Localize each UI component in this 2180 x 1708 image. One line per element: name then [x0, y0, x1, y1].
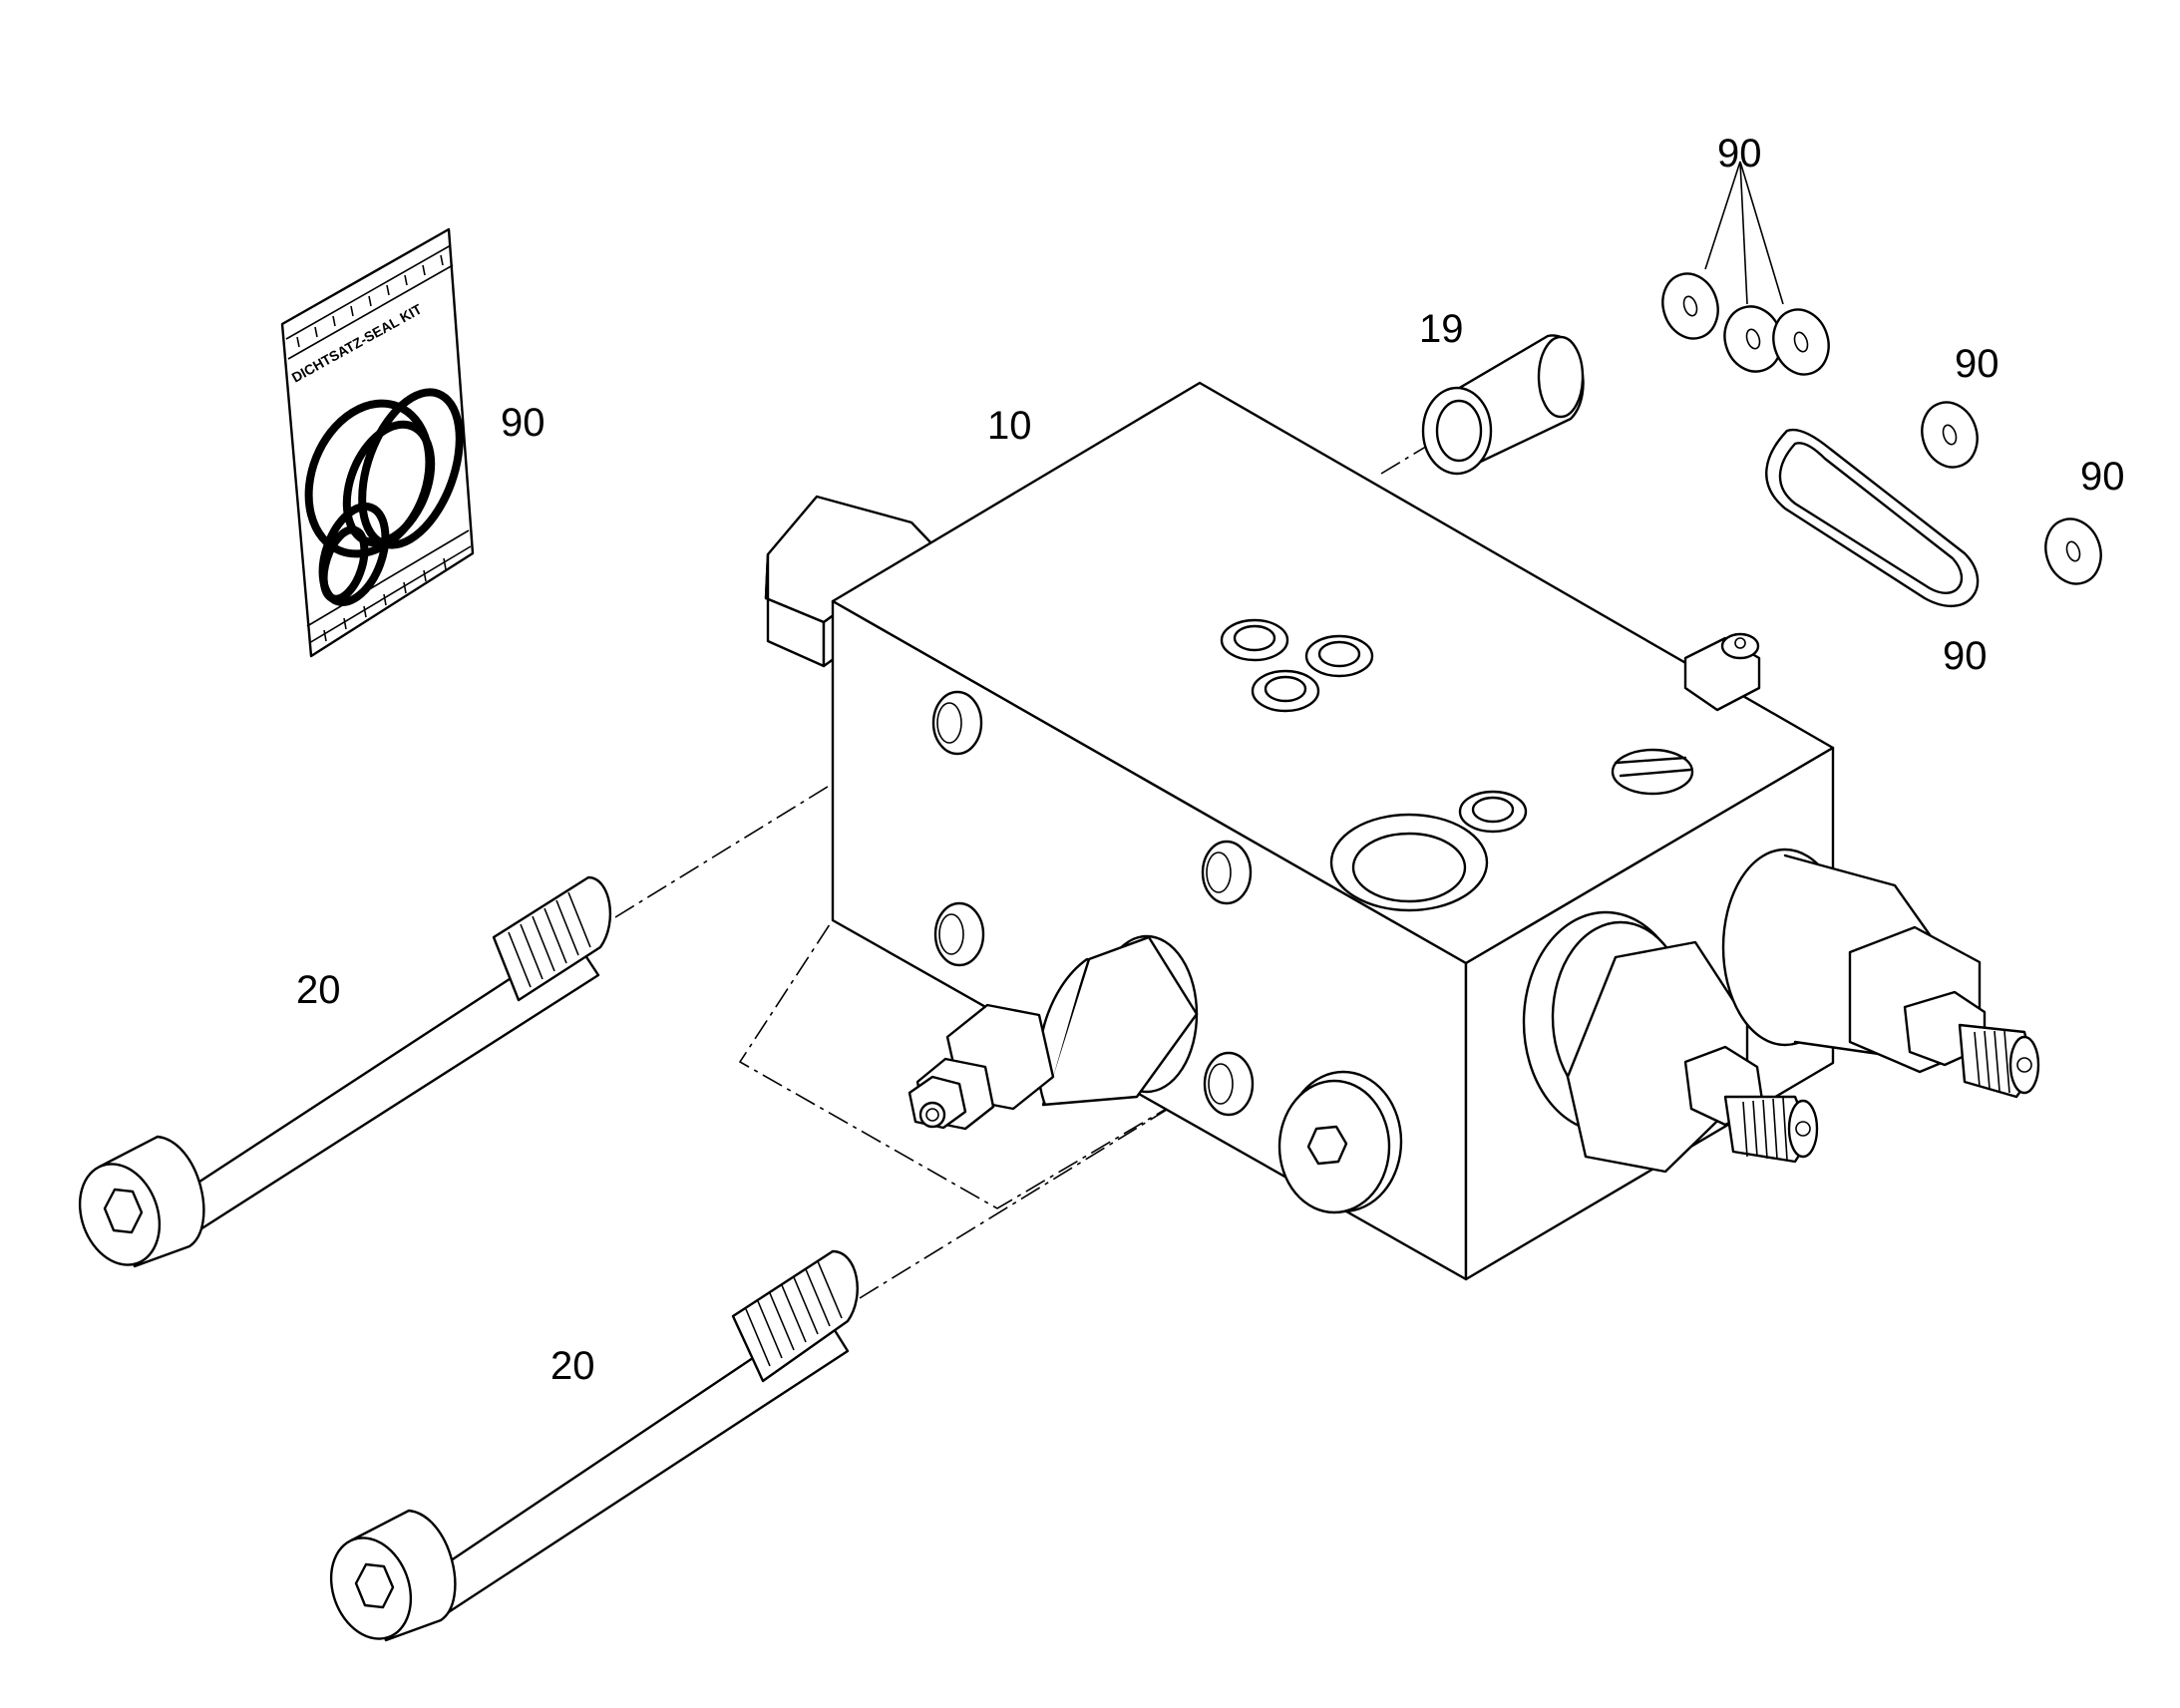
- callout-block: 10: [987, 404, 1032, 448]
- sleeve[interactable]: [1421, 334, 1585, 476]
- callout-gasket: 90: [1943, 634, 1988, 678]
- bolt-holes: [931, 690, 1255, 1117]
- socket-bolt-lower[interactable]: [318, 1249, 859, 1650]
- cartridge-valve-front[interactable]: [908, 934, 1199, 1131]
- cartridge-valve-right-2[interactable]: [1721, 848, 2040, 1099]
- callout-labels: 90 90 90 90 90 19 10 20 20: [296, 132, 2125, 1388]
- washer-set[interactable]: [1654, 266, 2109, 590]
- cartridge-valve-right-1[interactable]: [1522, 910, 1819, 1174]
- o-rings: [304, 388, 464, 606]
- top-plugs: [1220, 618, 1694, 912]
- washer-leader-lines: [1704, 161, 1784, 305]
- oval-gasket[interactable]: [1765, 428, 1980, 607]
- socket-bolt-upper[interactable]: [67, 875, 612, 1276]
- back-fitting: [1683, 632, 1761, 712]
- callout-sleeve: 19: [1419, 307, 1464, 351]
- seal-kit-bag[interactable]: DICHTSATZ-SEAL KIT: [280, 227, 479, 658]
- callout-kit: 90: [501, 401, 545, 445]
- callout-washer-right: 90: [2080, 455, 2125, 499]
- callout-bolt-upper: 20: [296, 968, 341, 1012]
- hex-socket-plug: [1277, 1070, 1403, 1214]
- callout-bolt-lower: 20: [550, 1344, 595, 1388]
- callout-washers-group: 90: [1717, 132, 1762, 175]
- callout-washer-right-upper: 90: [1955, 342, 1999, 386]
